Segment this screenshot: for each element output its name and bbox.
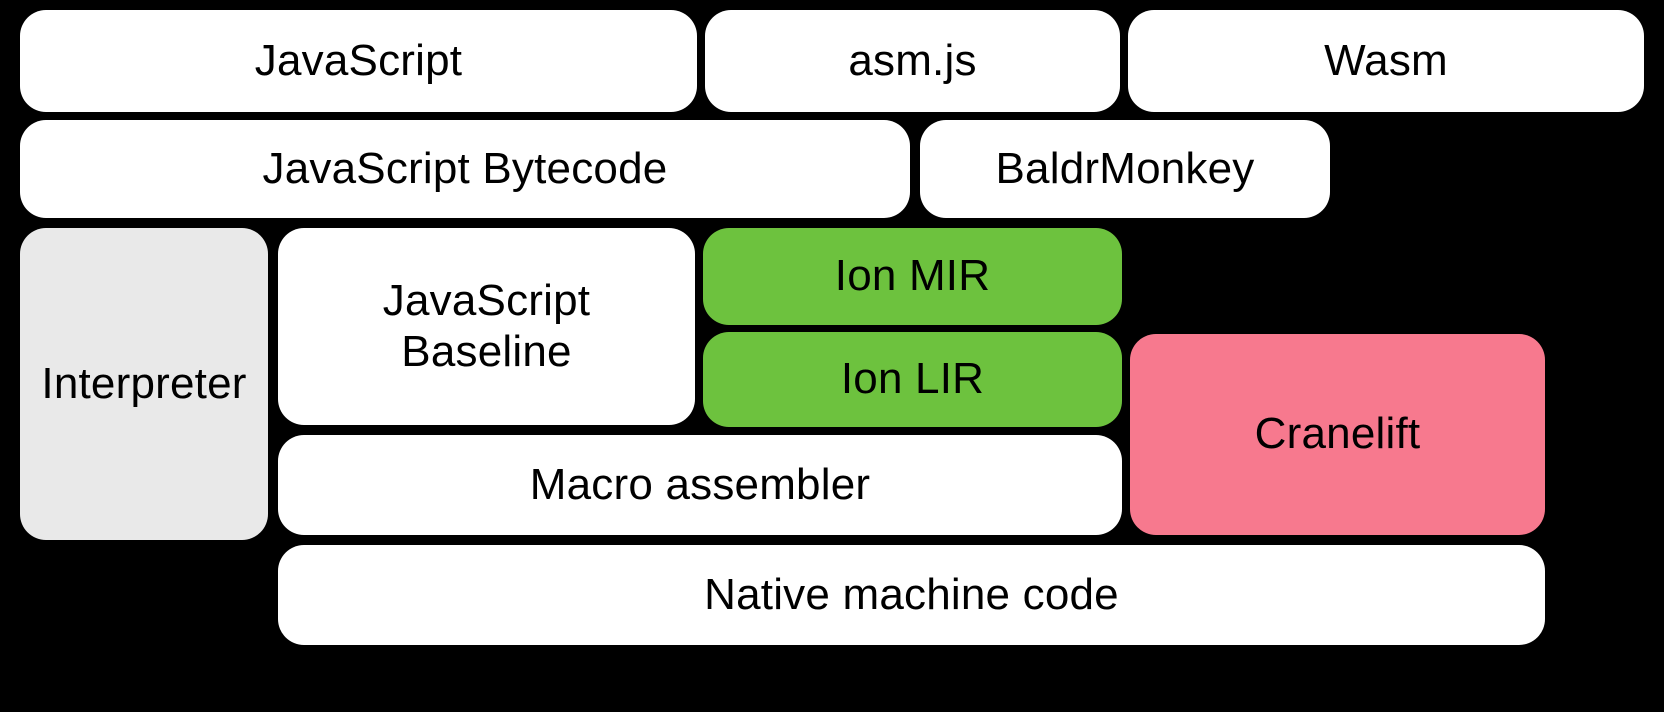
node-cranelift: Cranelift: [1130, 334, 1545, 535]
node-native-machine-code: Native machine code: [278, 545, 1545, 645]
node-ion-mir: Ion MIR: [703, 228, 1122, 325]
node-javascript-bytecode: JavaScript Bytecode: [20, 120, 910, 218]
node-baldrmonkey: BaldrMonkey: [920, 120, 1330, 218]
node-javascript-baseline: JavaScript Baseline: [278, 228, 695, 425]
node-asmjs: asm.js: [705, 10, 1120, 112]
node-ion-lir: Ion LIR: [703, 332, 1122, 427]
node-wasm: Wasm: [1128, 10, 1644, 112]
node-macro-assembler: Macro assembler: [278, 435, 1122, 535]
node-interpreter: Interpreter: [20, 228, 268, 540]
node-javascript: JavaScript: [20, 10, 697, 112]
